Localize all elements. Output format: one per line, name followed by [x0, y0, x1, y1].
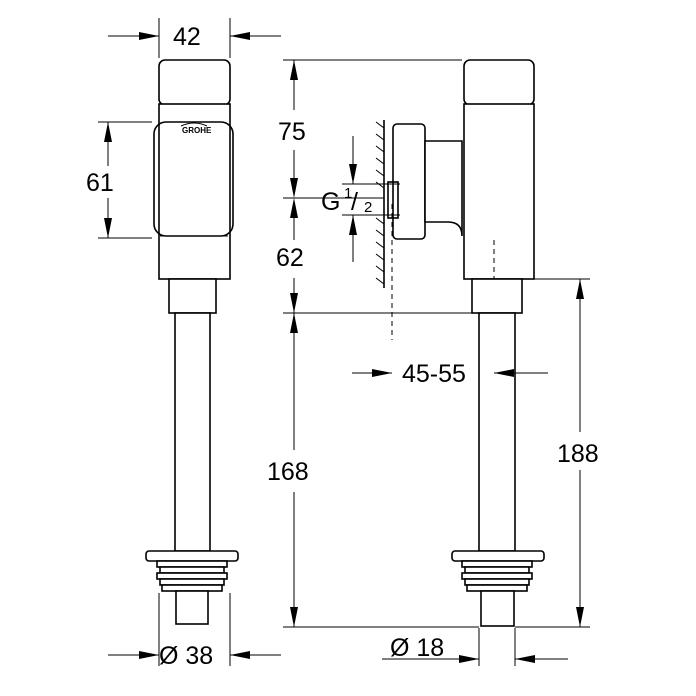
stem-collar-front — [168, 278, 217, 314]
dim-diameter-38: Ø 38 — [108, 593, 281, 670]
dim-diameter-18: Ø 18 — [382, 628, 568, 666]
dim-62-label: 62 — [276, 244, 304, 272]
dim-total-188: 188 — [515, 278, 599, 628]
dim-42-label: 42 — [173, 23, 201, 51]
dim-45-55-label: 45-55 — [402, 360, 466, 388]
rosette-front — [145, 550, 239, 562]
logo-plate — [153, 121, 234, 237]
push-button-cap-side — [463, 59, 535, 106]
pipe-side — [478, 312, 516, 552]
seal-ribs-side — [461, 560, 533, 592]
dim-61-label: 61 — [86, 169, 114, 197]
thread-g-label: G — [321, 188, 340, 216]
dim-thread: G 1 / 2 — [321, 136, 400, 262]
thread-den-label: 2 — [364, 199, 372, 216]
dim-width-42: 42 — [108, 18, 281, 58]
logo-text: GROHE — [182, 126, 212, 135]
stem-collar-side — [471, 278, 523, 314]
grohe-logo: GROHE — [180, 122, 212, 135]
dim-vertical-chain: 75 62 168 — [267, 59, 479, 628]
bottom-tube-side — [480, 590, 515, 627]
wall-hatching — [375, 120, 385, 288]
dim-168-label: 168 — [267, 458, 309, 486]
bottom-tube-front — [175, 590, 209, 625]
seal-ribs-front — [156, 560, 228, 592]
rosette-side — [451, 550, 545, 562]
push-button-cap — [158, 59, 231, 106]
dim-75-label: 75 — [278, 118, 306, 146]
dim-38-label: Ø 38 — [159, 642, 213, 670]
side-view — [375, 59, 545, 627]
valve-body-front — [158, 103, 231, 280]
thread-slash: / — [351, 188, 358, 216]
front-view: GROHE — [145, 59, 239, 625]
valve-body-side — [463, 103, 535, 280]
dim-wall-distance: 45-55 — [352, 360, 548, 388]
dim-height-61: 61 — [86, 121, 152, 239]
thread-num-label: 1 — [344, 185, 352, 202]
dim-188-label: 188 — [557, 440, 599, 468]
connector-housing — [424, 140, 463, 237]
pipe-front — [174, 312, 211, 552]
dim-18-label: Ø 18 — [390, 634, 444, 662]
